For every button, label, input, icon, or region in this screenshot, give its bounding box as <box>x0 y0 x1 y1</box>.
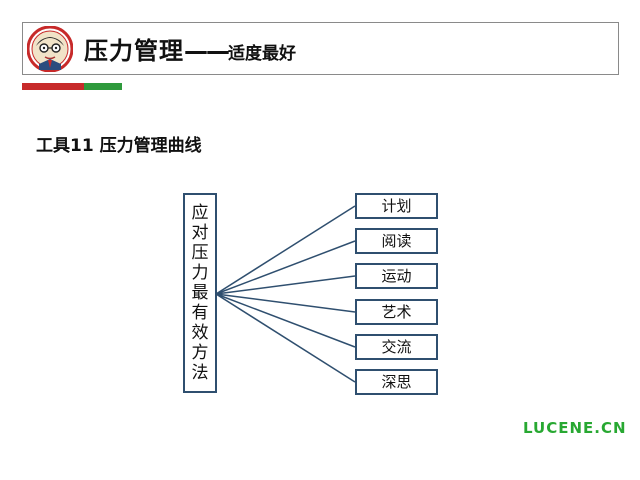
avatar-logo <box>27 26 73 72</box>
page-title: 压力管理——适度最好 <box>84 31 296 66</box>
branch-node-plan: 计划 <box>355 193 438 219</box>
connector-line-1 <box>215 205 356 295</box>
root-char: 方 <box>191 343 209 363</box>
root-char: 力 <box>191 263 209 283</box>
connector-line-3 <box>215 275 356 295</box>
root-char: 最 <box>191 283 209 303</box>
connector-line-6 <box>215 293 356 383</box>
root-char: 对 <box>191 223 209 243</box>
root-char: 压 <box>191 243 209 263</box>
branch-node-exercise: 运动 <box>355 263 438 289</box>
connector-line-5 <box>215 293 356 348</box>
branch-node-reflection: 深思 <box>355 369 438 395</box>
header-banner <box>22 22 619 75</box>
root-char: 效 <box>191 323 209 343</box>
title-main: 压力管理 <box>84 37 184 65</box>
root-char: 法 <box>191 363 209 383</box>
branch-node-art: 艺术 <box>355 299 438 325</box>
connector-line-2 <box>215 240 356 295</box>
branch-node-reading: 阅读 <box>355 228 438 254</box>
title-dash: —— <box>184 37 230 65</box>
title-subtitle: 适度最好 <box>228 44 296 64</box>
branch-node-communication: 交流 <box>355 334 438 360</box>
section-title: 工具11 压力管理曲线 <box>36 136 202 156</box>
connector-line-4 <box>215 293 356 313</box>
accent-bar-red <box>22 83 84 90</box>
root-char: 应 <box>191 203 209 223</box>
root-node-box: 应 对 压 力 最 有 效 方 法 <box>183 193 217 393</box>
accent-bar-green <box>84 83 122 90</box>
watermark-logo: LUCENE.CN <box>523 419 627 437</box>
root-char: 有 <box>191 303 209 323</box>
